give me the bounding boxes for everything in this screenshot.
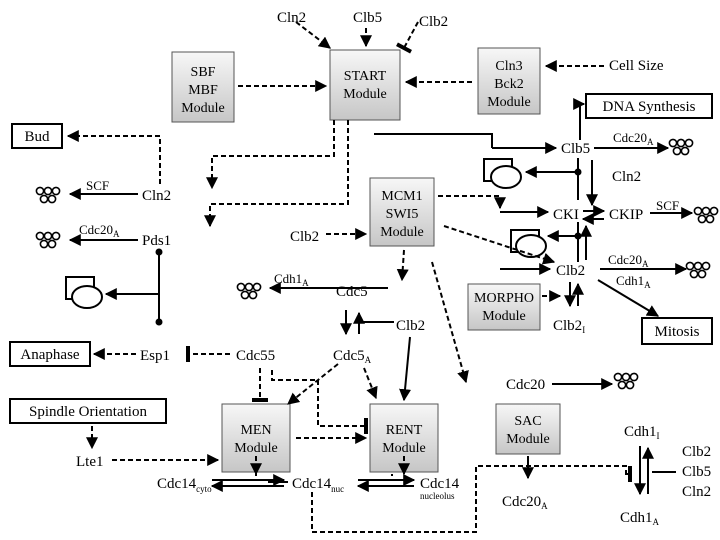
label-cdc20: Cdc20 [506, 377, 545, 393]
svg-text:MBF: MBF [188, 83, 218, 98]
label-lte1: Lte1 [76, 454, 104, 470]
solid-edges [68, 98, 694, 496]
label-cdh1a-clb2: Cdh1A [616, 273, 651, 290]
label-ckip: CKIP [609, 207, 643, 223]
degradation-icon-cdc5 [236, 282, 262, 300]
svg-text:Anaphase: Anaphase [20, 347, 79, 363]
svg-text:Spindle Orientation: Spindle Orientation [29, 404, 147, 420]
svg-text:Module: Module [234, 441, 278, 456]
complex-icon-clb5 [483, 158, 522, 189]
label-nucleolus-sub: nucleolus [420, 491, 455, 501]
svg-text:MCM1: MCM1 [381, 189, 422, 204]
label-pds1: Pds1 [142, 233, 171, 249]
label-cln2-top: Cln2 [277, 10, 306, 26]
output-bud: Bud [11, 123, 63, 149]
svg-text:MORPHO: MORPHO [474, 291, 534, 306]
svg-text:START: START [344, 69, 387, 84]
cln3-bck2-module: Cln3 Bck2 Module [477, 47, 541, 115]
label-clb5: Clb5 [561, 141, 590, 157]
label-scf-2: SCF [656, 198, 679, 213]
label-clb2-cdc5: Clb2 [396, 318, 425, 334]
label-cdh1i: Cdh1I [624, 424, 660, 441]
svg-text:Module: Module [181, 101, 225, 116]
label-clb2-top: Clb2 [419, 14, 448, 30]
label-cdc5a: Cdc5A [333, 348, 372, 365]
svg-text:Cln3: Cln3 [495, 59, 522, 74]
degradation-icon-cln2 [35, 186, 61, 204]
svg-text:Module: Module [382, 441, 426, 456]
label-cki: CKI [553, 207, 579, 223]
svg-text:Module: Module [343, 87, 387, 102]
label-clb2: Clb2 [556, 263, 585, 279]
degradation-icon-ckip [693, 206, 719, 224]
label-cln2-right: Cln2 [612, 169, 641, 185]
degradation-icon-pds1 [35, 231, 61, 249]
degradation-icon-clb5 [668, 138, 694, 156]
men-module: MEN Module [221, 403, 291, 473]
label-cdc55: Cdc55 [236, 348, 275, 364]
output-spindle-orientation: Spindle Orientation [9, 398, 167, 424]
svg-text:SWI5: SWI5 [386, 207, 419, 222]
label-clb5-top: Clb5 [353, 10, 382, 26]
svg-text:Module: Module [380, 225, 424, 240]
output-anaphase: Anaphase [9, 341, 91, 367]
rent-module: RENT Module [369, 403, 439, 473]
mcm1-swi5-module: MCM1 SWI5 Module [369, 177, 435, 247]
label-cdh1a-cdc5: Cdh1A [274, 271, 309, 288]
svg-text:MEN: MEN [240, 423, 271, 438]
label-cdc5: Cdc5 [336, 284, 368, 300]
degradation-icon-clb2 [685, 261, 711, 279]
svg-text:SBF: SBF [191, 65, 216, 80]
label-cdc20a-clb5: Cdc20A [613, 130, 654, 147]
label-clb2-r: Clb2 [682, 444, 711, 460]
label-cdc14-cyto: Cdc14cyto [157, 476, 212, 494]
label-clb5-r: Clb5 [682, 464, 711, 480]
label-cdc20a-sac: Cdc20A [502, 494, 548, 511]
sbf-mbf-module: SBF MBF Module [171, 51, 235, 123]
label-esp1: Esp1 [140, 348, 170, 364]
svg-text:Module: Module [506, 432, 550, 447]
label-cell-size: Cell Size [609, 58, 664, 74]
sac-module: SAC Module [495, 403, 561, 455]
svg-text:Bck2: Bck2 [494, 77, 524, 92]
degradation-icon-cdc20 [613, 372, 639, 390]
label-cdc20a-pds1: Cdc20A [79, 222, 120, 239]
label-cdh1a: Cdh1A [620, 510, 660, 527]
complex-icon-pds1 [65, 276, 103, 309]
label-clb2i: Clb2I [553, 318, 585, 335]
svg-text:Module: Module [482, 309, 526, 324]
label-cln2: Cln2 [142, 188, 171, 204]
svg-text:Module: Module [487, 95, 531, 110]
morpho-module: MORPHO Module [467, 283, 541, 331]
svg-text:Mitosis: Mitosis [654, 324, 699, 340]
svg-text:RENT: RENT [386, 423, 423, 438]
label-cdc14-nucleolus: Cdc14 [420, 476, 460, 492]
label-cdc20a-clb2: Cdc20A [608, 252, 649, 269]
label-clb2-left: Clb2 [290, 229, 319, 245]
svg-text:SAC: SAC [514, 414, 541, 429]
label-cdc14-nuc: Cdc14nuc [292, 476, 344, 494]
output-dna-synthesis: DNA Synthesis [585, 93, 713, 119]
dashed-edges [66, 21, 632, 533]
label-cln2-r: Cln2 [682, 484, 711, 500]
output-mitosis: Mitosis [641, 317, 713, 345]
label-scf-1: SCF [86, 178, 109, 193]
svg-text:DNA Synthesis: DNA Synthesis [603, 99, 696, 115]
start-module: START Module [329, 49, 401, 121]
svg-text:Bud: Bud [24, 129, 50, 145]
